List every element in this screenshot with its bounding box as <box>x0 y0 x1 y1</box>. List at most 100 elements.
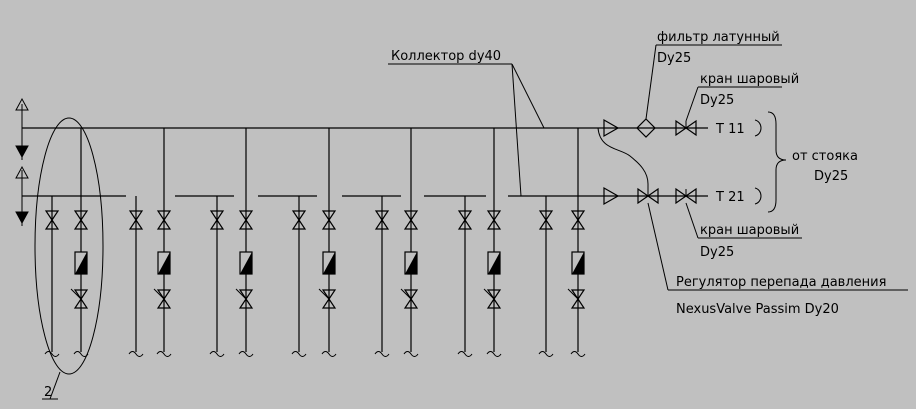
balancing-valve-icon <box>570 297 586 309</box>
filter-leader <box>645 44 657 120</box>
balancing-valve-icon <box>403 289 419 301</box>
open-arrow-up-icon <box>15 97 29 111</box>
flow-arrow-icon <box>603 186 620 206</box>
valve-top-label: кран шаровый <box>700 72 799 87</box>
return-valve-icon <box>128 210 144 222</box>
actuator-fill-icon <box>240 252 252 274</box>
supply-valve-icon <box>403 218 419 230</box>
collector-leader-return <box>511 63 522 197</box>
filled-arrow-down-icon <box>15 145 29 159</box>
collector-leader-supply <box>511 63 545 129</box>
balancing-valve-icon <box>156 297 172 309</box>
impulse-line <box>597 127 649 185</box>
return-break-mark <box>128 351 144 357</box>
t21-label: Т 21 <box>715 190 745 205</box>
supply-valve-icon <box>403 210 419 222</box>
open-arrow-up-icon <box>15 165 29 179</box>
balancing-valve-icon <box>238 297 254 309</box>
supply-break-mark <box>321 351 337 357</box>
return-valve-icon <box>538 218 554 230</box>
piping-structure <box>15 44 908 400</box>
balancing-valve-stem <box>153 288 165 300</box>
ball-valve-icon <box>675 187 688 205</box>
return-break-mark <box>291 351 307 357</box>
return-break-mark <box>538 351 554 357</box>
regulator-valve-icon <box>646 187 659 205</box>
flow-arrow-icon <box>603 118 620 138</box>
collector-label: Коллектор dy40 <box>391 49 501 64</box>
valve-bottom-label: кран шаровый <box>700 223 799 238</box>
return-valve-icon <box>209 210 225 222</box>
filled-arrow-down-icon <box>15 211 29 225</box>
riser-label: от стояка <box>792 149 858 164</box>
balancing-valve-icon <box>156 289 172 301</box>
return-valve-icon <box>44 218 60 230</box>
break-mark <box>754 187 762 205</box>
heating-circuits <box>44 128 586 357</box>
ball-valve-icon <box>675 119 688 137</box>
balancing-valve-icon <box>73 289 89 301</box>
brace <box>767 111 787 213</box>
ball-valve-icon <box>684 187 697 205</box>
supply-break-mark <box>486 351 502 357</box>
return-valve-icon <box>374 210 390 222</box>
filter-size-label: Dy25 <box>657 51 691 66</box>
balancing-valve-stem <box>483 288 495 300</box>
supply-valve-icon <box>570 218 586 230</box>
supply-valve-icon <box>73 218 89 230</box>
balancing-valve-stem <box>400 288 412 300</box>
break-mark <box>754 119 762 137</box>
balancing-valve-icon <box>486 289 502 301</box>
supply-valve-icon <box>486 218 502 230</box>
regulator-model-label: NexusValve Passim Dy20 <box>676 302 839 317</box>
callout-leader <box>49 371 61 400</box>
ball-valve-icon <box>684 119 697 137</box>
actuator-fill-icon <box>75 252 87 274</box>
actuator-fill-icon <box>405 252 417 274</box>
return-break-mark <box>44 351 60 357</box>
supply-break-mark <box>570 351 586 357</box>
supply-valve-icon <box>321 210 337 222</box>
return-valve-icon <box>457 218 473 230</box>
actuator-fill-icon <box>488 252 500 274</box>
supply-valve-icon <box>238 218 254 230</box>
return-valve-icon <box>128 218 144 230</box>
valve-bottom-size-label: Dy25 <box>700 245 734 260</box>
balancing-valve-icon <box>321 297 337 309</box>
valve-top-leader <box>685 86 699 122</box>
balancing-valve-icon <box>238 289 254 301</box>
balancing-valve-stem <box>70 288 82 300</box>
regulator-valve-icon <box>637 187 650 205</box>
return-break-mark <box>457 351 473 357</box>
supply-valve-icon <box>156 218 172 230</box>
actuator-fill-icon <box>572 252 584 274</box>
return-valve-icon <box>209 218 225 230</box>
supply-break-mark <box>156 351 172 357</box>
return-break-mark <box>374 351 390 357</box>
supply-valve-icon <box>238 210 254 222</box>
balancing-valve-stem <box>567 288 579 300</box>
supply-valve-icon <box>156 210 172 222</box>
return-valve-icon <box>374 218 390 230</box>
balancing-valve-icon <box>570 289 586 301</box>
riser-size-label: Dy25 <box>814 169 848 184</box>
valve-top-size-label: Dy25 <box>700 93 734 108</box>
return-valve-icon <box>291 210 307 222</box>
filter-icon <box>636 118 656 138</box>
supply-valve-icon <box>486 210 502 222</box>
regulator-leader <box>647 202 669 291</box>
callout-number: 2 <box>44 385 52 400</box>
supply-break-mark <box>238 351 254 357</box>
supply-break-mark <box>403 351 419 357</box>
regulator-label: Регулятор перепада давления <box>676 275 886 290</box>
valve-bottom-leader <box>685 202 699 239</box>
actuator-fill-icon <box>158 252 170 274</box>
balancing-valve-stem <box>318 288 330 300</box>
supply-valve-icon <box>321 218 337 230</box>
t11-label: Т 11 <box>715 122 745 137</box>
balancing-valve-icon <box>403 297 419 309</box>
return-valve-icon <box>457 210 473 222</box>
balancing-valve-stem <box>235 288 247 300</box>
